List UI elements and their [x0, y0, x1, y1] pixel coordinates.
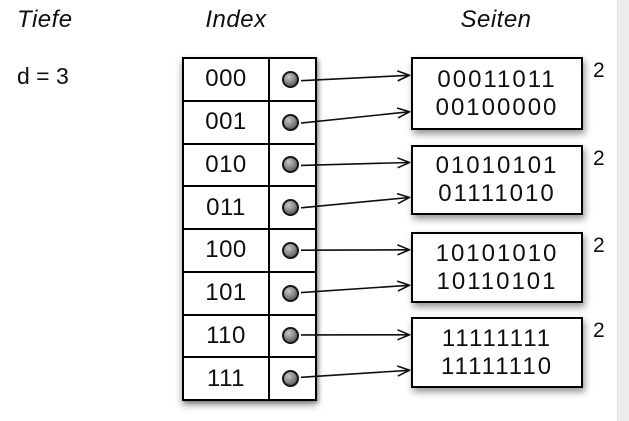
pointer-cell — [270, 102, 315, 143]
index-row: 000 — [184, 59, 315, 102]
pointer-arrow — [300, 112, 409, 124]
pointer-dot-icon — [282, 370, 299, 388]
pointer-cell — [270, 358, 315, 399]
index-entry-bits: 001 — [184, 101, 270, 143]
page-value: 00100000 — [435, 93, 559, 121]
pointer-cell — [270, 59, 315, 100]
page-value: 01111010 — [438, 180, 556, 207]
page-value: 11111110 — [440, 352, 554, 380]
pages-column-header: Seiten — [460, 6, 532, 33]
local-depth-label: 2 — [593, 319, 605, 342]
local-depth-label: 2 — [593, 59, 605, 82]
index-entry-bits: 100 — [184, 230, 270, 271]
pointer-dot-icon — [282, 70, 299, 88]
pointer-arrow — [300, 198, 409, 209]
pointer-dot-icon — [282, 156, 299, 174]
page-value: 01010101 — [435, 152, 559, 179]
index-entry-bits: 000 — [184, 59, 270, 100]
pointer-dot-icon — [282, 113, 299, 131]
index-row: 101 — [184, 272, 315, 316]
index-entry-bits: 011 — [184, 187, 270, 228]
index-entry-bits: 101 — [184, 272, 270, 314]
index-row: 001 — [184, 101, 315, 145]
page-value: 00011011 — [437, 65, 557, 93]
pointer-cell — [270, 145, 315, 186]
pointer-dot-icon — [282, 284, 299, 302]
pointer-arrow — [300, 285, 409, 294]
index-row: 010 — [184, 144, 315, 188]
index-row: 110 — [184, 315, 315, 359]
pointer-dot-icon — [282, 327, 299, 345]
local-depth-label: 2 — [593, 234, 605, 257]
local-depth-label: 2 — [593, 147, 605, 170]
index-column-header: Index — [205, 6, 267, 33]
pointer-cell — [270, 187, 315, 228]
index-entry-bits: 111 — [184, 358, 270, 399]
pointer-arrow — [300, 370, 409, 379]
index-row: 100 — [184, 230, 315, 273]
pointer-cell — [270, 316, 315, 357]
pointer-arrow — [300, 163, 409, 166]
pointer-dot-icon — [282, 199, 299, 217]
page-value: 11111111 — [441, 324, 553, 352]
right-edge-strip — [617, 0, 629, 421]
index-entry-bits: 010 — [184, 144, 270, 186]
index-entry-bits: 110 — [184, 315, 270, 357]
index-row: 011 — [184, 187, 315, 230]
depth-column-header: Tiefe — [17, 6, 73, 33]
page-value: 10110101 — [436, 267, 558, 295]
page-value: 10101010 — [435, 239, 559, 267]
index-row: 111 — [184, 358, 315, 399]
global-depth-value: d = 3 — [17, 63, 69, 89]
pointer-cell — [270, 230, 315, 271]
pointer-dot-icon — [282, 241, 299, 259]
pointer-arrow — [300, 75, 409, 80]
pointer-cell — [270, 273, 315, 314]
